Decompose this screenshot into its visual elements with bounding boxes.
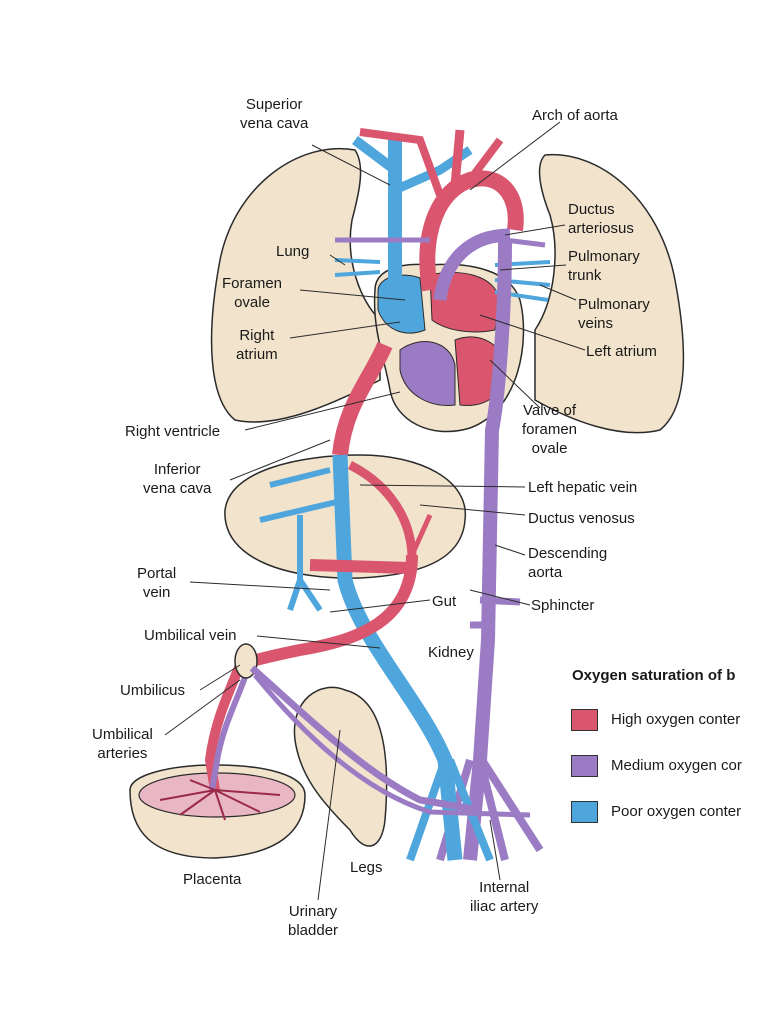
label-descending-aorta: Descending aorta [528,545,608,581]
label-right-atrium: Right atrium [236,327,278,363]
label-umbilical-arteries: Umbilical arteries [92,726,153,762]
label-pulmonary-veins: Pulmonary veins [578,296,650,332]
portal-vein-vessel [309,559,411,574]
label-inferior-vena-cava: Inferior vena cava [143,461,212,497]
label-left-atrium: Left atrium [586,343,657,360]
label-ductus-arteriosus: Ductus arteriosus [568,201,634,237]
umbilical-cord [204,663,245,791]
label-sphincter: Sphincter [531,597,595,614]
aortic-arch-vessel [419,170,524,292]
label-arch-of-aorta: Arch of aorta [532,107,618,124]
legend-title: Oxygen saturation of b [572,667,736,684]
label-kidney: Kidney [428,644,474,661]
label-internal-iliac-artery: Internal iliac artery [470,879,539,915]
legend-swatch-high [571,709,598,731]
inferior-vena-cava-vessel [332,341,393,456]
label-portal-vein: Portal vein [137,565,177,601]
label-gut: Gut [432,593,457,610]
label-umbilicus: Umbilicus [120,682,186,699]
label-valve-of-foramen-ovale: Valve of foramen ovale [522,402,578,457]
descending-aorta-vessel [463,239,512,861]
legend-swatch-medium [571,755,598,777]
legend-label-high: High oxygen conter [611,711,741,728]
right-lung [210,147,381,423]
label-ductus-venosus: Ductus venosus [528,510,635,527]
pulmonary-trunk-vessel [433,228,511,302]
label-legs: Legs [350,859,383,876]
label-pulmonary-trunk: Pulmonary trunk [568,248,640,284]
legend-swatch-poor [571,801,598,823]
label-umbilical-vein: Umbilical vein [144,627,237,644]
legend-label-poor: Poor oxygen conter [611,803,742,820]
label-left-hepatic-vein: Left hepatic vein [528,479,638,496]
right-ventricle-region [399,341,456,406]
left-lung [534,153,685,434]
label-lung: Lung [276,243,310,260]
leader-lines [164,121,586,901]
ductus-venosus-vessel [347,460,417,556]
label-foramen-ovale: Foramen ovale [222,275,283,311]
umbilical-arteries-vessel [249,665,481,814]
label-urinary-bladder: Urinary bladder [288,903,339,939]
legend-label-medium: Medium oxygen cor [611,757,742,774]
label-placenta: Placenta [183,871,242,888]
label-right-ventricle: Right ventricle [125,423,221,440]
label-superior-vena-cava: Superior vena cava [240,96,309,132]
